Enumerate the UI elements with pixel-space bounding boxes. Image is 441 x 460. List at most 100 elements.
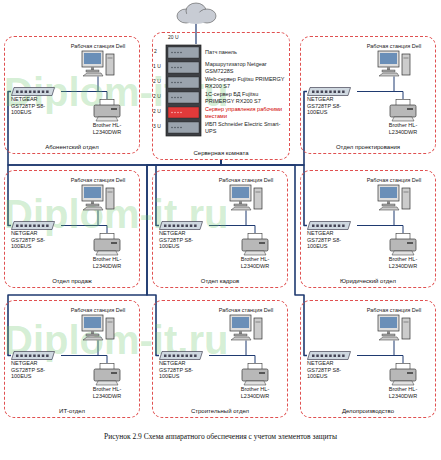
device-label: NETGEAR GS728TP S8-100EUS xyxy=(11,96,61,116)
workstation-icon xyxy=(229,314,263,341)
printer: Brother HL-L2340DWR xyxy=(375,233,431,269)
department-area: Отдел продаж Рабочая станция DellNETGEAR … xyxy=(4,170,140,288)
workstation-icon xyxy=(377,184,411,211)
department-area: ДелопроизводствоРабочая станция DellNETG… xyxy=(300,300,436,418)
switch-icon xyxy=(11,221,55,230)
patch-cable xyxy=(209,226,255,234)
network-switch: NETGEAR GS728TP S8-100EUS xyxy=(159,221,209,250)
device-label: Brother HL-L2340DWR xyxy=(79,256,135,269)
workstation: Рабочая станция Dell xyxy=(67,43,129,77)
rack-device: ИБП Schneider Electric Smart-UPS xyxy=(205,120,289,135)
patch-cable xyxy=(357,226,403,234)
printer: Brother HL-L2340DWR xyxy=(79,363,135,399)
patch-cable xyxy=(209,211,246,226)
printer: Brother HL-L2340DWR xyxy=(79,99,135,135)
workstation: Рабочая станция Dell xyxy=(67,307,129,341)
device-label: NETGEAR GS728TP S8-100EUS xyxy=(307,230,357,250)
switch-icon xyxy=(307,351,351,360)
group-title: Строительный отдел xyxy=(153,408,287,414)
printer-icon xyxy=(389,363,417,386)
device-label: Brother HL-L2340DWR xyxy=(79,386,135,399)
printer-icon xyxy=(93,363,121,386)
group-title: ИТ-отдел xyxy=(5,408,139,414)
patch-cable xyxy=(357,211,394,226)
watermark: Diplom-it.ru xyxy=(4,192,228,237)
device-label: 1С-сервер БД Fujitsu PRIMERGY RX200 S7 xyxy=(205,91,289,104)
workstation-icon xyxy=(229,184,263,211)
network-switch: NETGEAR GS728TP S8-100EUS xyxy=(11,221,61,250)
patch-cable xyxy=(209,356,255,364)
backbone-cable xyxy=(8,160,221,356)
department-area: ИТ-отдел Рабочая станция DellNETGEAR GS72… xyxy=(4,300,140,418)
device-label: Рабочая станция Dell xyxy=(71,307,126,314)
device-label: Brother HL-L2340DWR xyxy=(79,122,135,135)
server-rack xyxy=(153,33,203,139)
switch-icon xyxy=(159,221,203,230)
printer-icon xyxy=(93,99,121,122)
device-label: NETGEAR GS728TP S8-100EUS xyxy=(307,360,357,380)
uplink-wire xyxy=(195,24,196,44)
printer: Brother HL-L2340DWR xyxy=(375,99,431,135)
device-label: Рабочая станция Dell xyxy=(219,307,274,314)
server-room-area: Серверная комната Патч панельМаршрутизато… xyxy=(152,32,290,160)
printer-icon xyxy=(241,363,269,386)
printer: Brother HL-L2340DWR xyxy=(227,363,283,399)
device-label: Сервер управления рабочими местами xyxy=(205,106,289,119)
device-label: ИБП Schneider Electric Smart-UPS xyxy=(205,121,289,134)
workstation: Рабочая станция Dell xyxy=(215,307,277,341)
workstation-icon xyxy=(81,50,115,77)
group-title: Абонентский отдел xyxy=(5,144,139,150)
network-switch: NETGEAR GS728TP S8-100EUS xyxy=(11,351,61,380)
device-label: NETGEAR GS728TP S8-100EUS xyxy=(159,360,209,380)
patch-cable xyxy=(209,341,246,356)
switch-icon xyxy=(11,351,55,360)
switch-icon xyxy=(159,351,203,360)
workstation-icon xyxy=(81,314,115,341)
device-label: NETGEAR GS728TP S8-100EUS xyxy=(159,230,209,250)
workstation: Рабочая станция Dell xyxy=(363,307,425,341)
printer-icon xyxy=(389,99,417,122)
device-label: Brother HL-L2340DWR xyxy=(227,256,283,269)
printer-icon xyxy=(389,233,417,256)
patch-cable xyxy=(61,341,98,356)
printer: Brother HL-L2340DWR xyxy=(227,233,283,269)
backbone-cable xyxy=(221,160,307,356)
department-area: Юридический отделРабочая станция DellNET… xyxy=(300,170,436,288)
rack-device: Патч панель xyxy=(205,45,289,60)
device-label: Brother HL-L2340DWR xyxy=(227,386,283,399)
patch-cable xyxy=(357,356,403,364)
device-label: Маршрутизатор Netgear GSM7228S xyxy=(205,61,289,74)
device-label: NETGEAR GS728TP S8-100EUS xyxy=(11,360,61,380)
switch-icon xyxy=(307,87,351,96)
switch-icon xyxy=(11,87,55,96)
backbone-cable xyxy=(147,160,221,356)
workstation: Рабочая станция Dell xyxy=(363,43,425,77)
patch-cable xyxy=(61,226,107,234)
unit-size-label: 2 xyxy=(154,48,157,54)
patch-cable xyxy=(357,341,394,356)
unit-size-label: 20 U xyxy=(168,34,179,40)
network-switch: NETGEAR GS728TP S8-100EUS xyxy=(159,351,209,380)
unit-size-label: 1 U xyxy=(153,63,161,69)
device-label: Рабочая станция Dell xyxy=(367,307,422,314)
workstation: Рабочая станция Dell xyxy=(67,177,129,211)
rack-device: Сервер управления рабочими местами xyxy=(205,105,289,120)
device-label: Brother HL-L2340DWR xyxy=(375,122,431,135)
device-label: Brother HL-L2340DWR xyxy=(375,386,431,399)
workstation-icon xyxy=(377,314,411,341)
network-switch: NETGEAR GS728TP S8-100EUS xyxy=(307,221,357,250)
group-title: Отдел проектирования xyxy=(301,144,435,150)
printer: Brother HL-L2340DWR xyxy=(79,233,135,269)
patch-cable xyxy=(61,211,98,226)
printer: Brother HL-L2340DWR xyxy=(375,363,431,399)
group-title: Отдел продаж xyxy=(5,278,139,284)
group-title: Серверная комната xyxy=(153,150,289,156)
device-label: Рабочая станция Dell xyxy=(367,43,422,50)
department-area: Строительный отдел Рабочая станция DellNE… xyxy=(152,300,288,418)
workstation: Рабочая станция Dell xyxy=(363,177,425,211)
device-label: Web-сервер Fujitsu PRIMERGY RX200 S7 xyxy=(205,76,289,89)
patch-cable xyxy=(61,356,107,364)
workstation-icon xyxy=(377,50,411,77)
figure-caption: Рисунок 2.9 Схема аппаратного обеспечени… xyxy=(0,432,441,441)
